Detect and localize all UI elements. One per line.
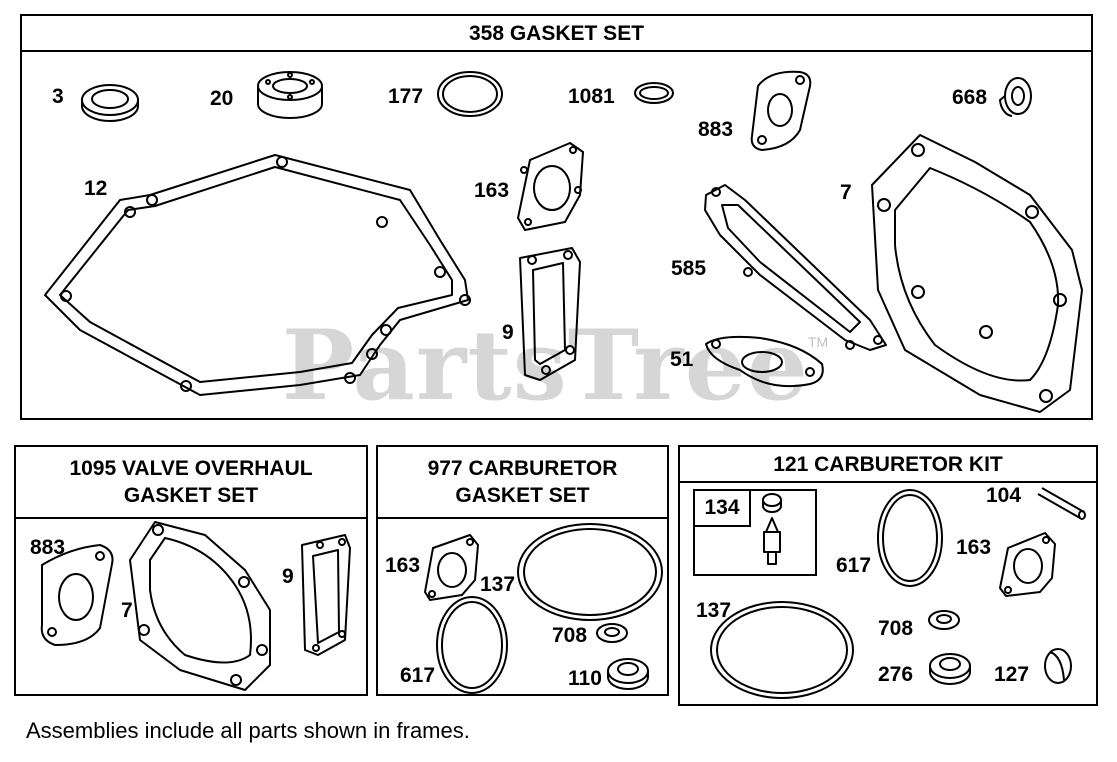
gasket-set-frame: 358 GASKET SET <box>20 14 1093 420</box>
needle-seat-134-icon <box>763 494 781 564</box>
gasket-585-icon <box>705 185 886 350</box>
carb-gasket-title-line2: GASKET SET <box>455 484 590 507</box>
carb-o-ring-137-icon <box>518 524 662 620</box>
valve-head-gasket-7-icon <box>130 522 270 690</box>
plug-127-icon <box>1045 649 1071 683</box>
part-label: 51 <box>670 348 694 371</box>
part-label: 20 <box>210 87 234 110</box>
o-ring-177-icon <box>438 72 502 116</box>
o-ring-1081-icon <box>635 83 673 103</box>
pin-104-icon <box>1038 488 1085 519</box>
head-gasket-7-icon <box>872 135 1082 412</box>
gasket-9-icon <box>520 248 580 380</box>
carb-kit-inner-title: 134 <box>695 491 751 527</box>
valve-overhaul-frame: 1095 VALVE OVERHAUL GASKET SET <box>14 445 368 696</box>
part-label: 1081 <box>568 85 615 108</box>
part-label: 12 <box>84 177 108 200</box>
part-label: 585 <box>671 257 707 280</box>
part-label: 708 <box>878 617 914 640</box>
gasket-51-icon <box>706 337 823 386</box>
carb-gasket-title-line1: 977 CARBURETOR <box>427 457 618 480</box>
gasket-163-icon <box>518 143 583 230</box>
watermark-trademark: TM <box>808 334 829 350</box>
part-label: 110 <box>568 667 602 690</box>
carb-kit-frame: 121 CARBURETOR KIT 134 <box>678 445 1098 706</box>
valve-overhaul-title-line1: 1095 VALVE OVERHAUL <box>69 457 313 480</box>
kit-o-ring-137-icon <box>711 602 853 698</box>
carb-washer-708-icon <box>597 624 627 642</box>
valve-gasket-883-icon <box>42 545 113 645</box>
kit-washer-708-icon <box>929 611 959 629</box>
valve-gasket-9-icon <box>302 535 350 655</box>
part-label: 883 <box>30 536 66 559</box>
part-label: 3 <box>52 85 64 108</box>
valve-overhaul-title-line2: GASKET SET <box>123 484 259 507</box>
part-label: 137 <box>696 599 732 622</box>
kit-gasket-163-icon <box>1000 533 1055 596</box>
part-label: 883 <box>698 118 734 141</box>
part-label: 9 <box>502 321 514 344</box>
oil-seal-20-icon <box>258 72 322 118</box>
carb-gasket-frame: 977 CARBURETOR GASKET SET <box>376 445 669 696</box>
washer-668-icon <box>1000 78 1031 116</box>
part-label: 104 <box>986 484 1022 507</box>
carb-kit-inner-frame: 134 <box>693 489 817 576</box>
carb-washer-110-icon <box>608 659 648 689</box>
part-label: 617 <box>400 664 436 687</box>
crankcase-gasket-12-icon <box>45 155 470 395</box>
footnote: Assemblies include all parts shown in fr… <box>26 718 470 743</box>
kit-o-ring-617-icon <box>878 490 942 586</box>
carb-gasket-title: 977 CARBURETOR GASKET SET <box>378 447 667 519</box>
part-label: 163 <box>474 179 510 202</box>
part-label: 276 <box>878 663 914 686</box>
gasket-883-icon <box>752 72 811 150</box>
valve-overhaul-title: 1095 VALVE OVERHAUL GASKET SET <box>16 447 366 519</box>
part-label: 177 <box>388 85 424 108</box>
part-label: 7 <box>840 181 852 204</box>
part-label: 163 <box>385 554 421 577</box>
seal-ring-3-icon <box>82 85 138 121</box>
part-label: 617 <box>836 554 872 577</box>
part-label: 127 <box>994 663 1030 686</box>
carb-gasket-163-icon <box>425 535 478 600</box>
part-label: 163 <box>956 536 992 559</box>
kit-washer-276-icon <box>930 654 970 684</box>
part-label: 708 <box>552 624 588 647</box>
part-label: 9 <box>282 565 294 588</box>
part-label: 668 <box>952 86 988 109</box>
part-label: 7 <box>121 599 133 622</box>
carb-kit-title: 121 CARBURETOR KIT <box>680 447 1096 483</box>
gasket-set-title: 358 GASKET SET <box>22 16 1091 52</box>
carb-o-ring-617-icon <box>437 597 507 693</box>
part-label: 137 <box>480 573 516 596</box>
